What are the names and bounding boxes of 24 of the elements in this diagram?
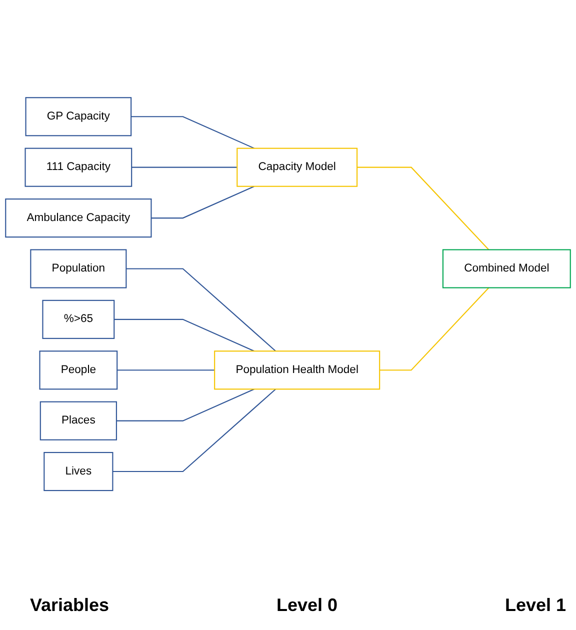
column-label: Variables <box>30 595 110 616</box>
connector <box>131 116 254 150</box>
node-box: Lives <box>44 452 114 492</box>
connector <box>151 186 254 219</box>
node-box: People <box>39 351 118 390</box>
column-label: Level 1 <box>504 595 566 616</box>
connector <box>132 167 238 168</box>
connector <box>380 288 490 372</box>
connector <box>112 389 276 472</box>
node-box: 111 Capacity <box>24 148 132 188</box>
connector <box>357 167 490 250</box>
node-box: Population Health Model <box>214 351 380 390</box>
connector <box>116 389 254 422</box>
connector <box>126 268 276 352</box>
node-box: GP Capacity <box>25 98 132 137</box>
column-label: Level 0 <box>276 595 338 616</box>
node-box: %>65 <box>42 300 115 340</box>
node-box: Population <box>30 250 127 289</box>
node-box: Ambulance Capacity <box>5 198 152 238</box>
node-box: Places <box>40 402 117 441</box>
connector <box>114 319 254 352</box>
connector <box>117 370 215 372</box>
node-box: Capacity Model <box>236 148 358 188</box>
node-box: Combined Model <box>442 250 571 289</box>
